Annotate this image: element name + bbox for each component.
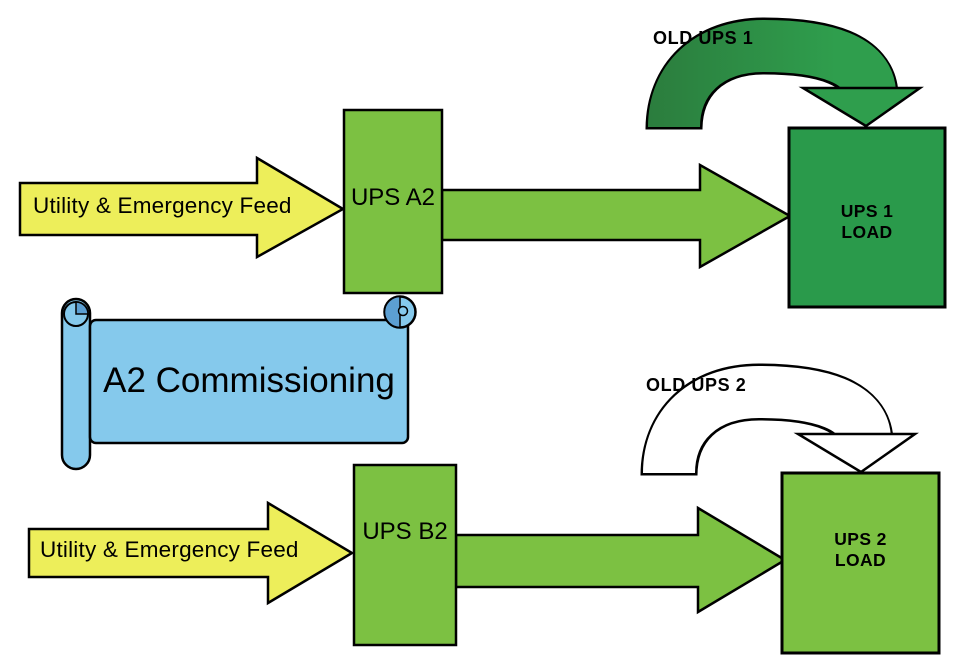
utility-feed-arrow-bottom bbox=[27, 500, 355, 606]
ups-2-load-label-line1: UPS 2 bbox=[834, 529, 887, 549]
banner-left-roll-cap-shade bbox=[75, 301, 89, 315]
ups-b2-label: UPS B2 bbox=[362, 518, 448, 545]
ups-1-load-box bbox=[787, 126, 947, 309]
ups-2-load-box bbox=[780, 471, 941, 655]
banner-right-curl-center bbox=[397, 305, 409, 317]
ups-1-load-label-line2: LOAD bbox=[841, 222, 893, 242]
utility-feed-label-bottom: Utility & Emergency Feed bbox=[40, 537, 299, 562]
old-ups-1-label: OLD UPS 1 bbox=[653, 28, 754, 48]
banner-right-curl-shade bbox=[383, 295, 401, 329]
ups-2-load-label-line2: LOAD bbox=[834, 550, 887, 570]
ups-a2-label: UPS A2 bbox=[350, 184, 436, 211]
old-ups-1-curved-arrow-band bbox=[648, 19, 896, 129]
flow-arrow-ups-a2-to-load bbox=[440, 162, 793, 270]
ups-1-load-label-line1: UPS 1 bbox=[840, 201, 894, 221]
ups-a2-box bbox=[342, 108, 444, 295]
banner-title: A2 Commissioning bbox=[103, 361, 395, 400]
old-ups-2-curved-arrowhead bbox=[793, 432, 919, 474]
ups-2-load-label: UPS 2 LOAD bbox=[782, 529, 939, 571]
old-ups-2-curved-arrow-band bbox=[643, 365, 891, 475]
ups-b2-box bbox=[352, 463, 458, 647]
banner-body bbox=[88, 318, 410, 445]
utility-feed-arrow-top bbox=[18, 155, 346, 260]
old-ups-2-label: OLD UPS 2 bbox=[646, 375, 747, 395]
ups-1-load-label: UPS 1 LOAD bbox=[789, 201, 945, 243]
utility-feed-label-top: Utility & Emergency Feed bbox=[33, 193, 292, 218]
old-ups-1-curved-arrowhead bbox=[798, 86, 924, 128]
flow-arrow-ups-b2-to-load bbox=[454, 505, 788, 615]
